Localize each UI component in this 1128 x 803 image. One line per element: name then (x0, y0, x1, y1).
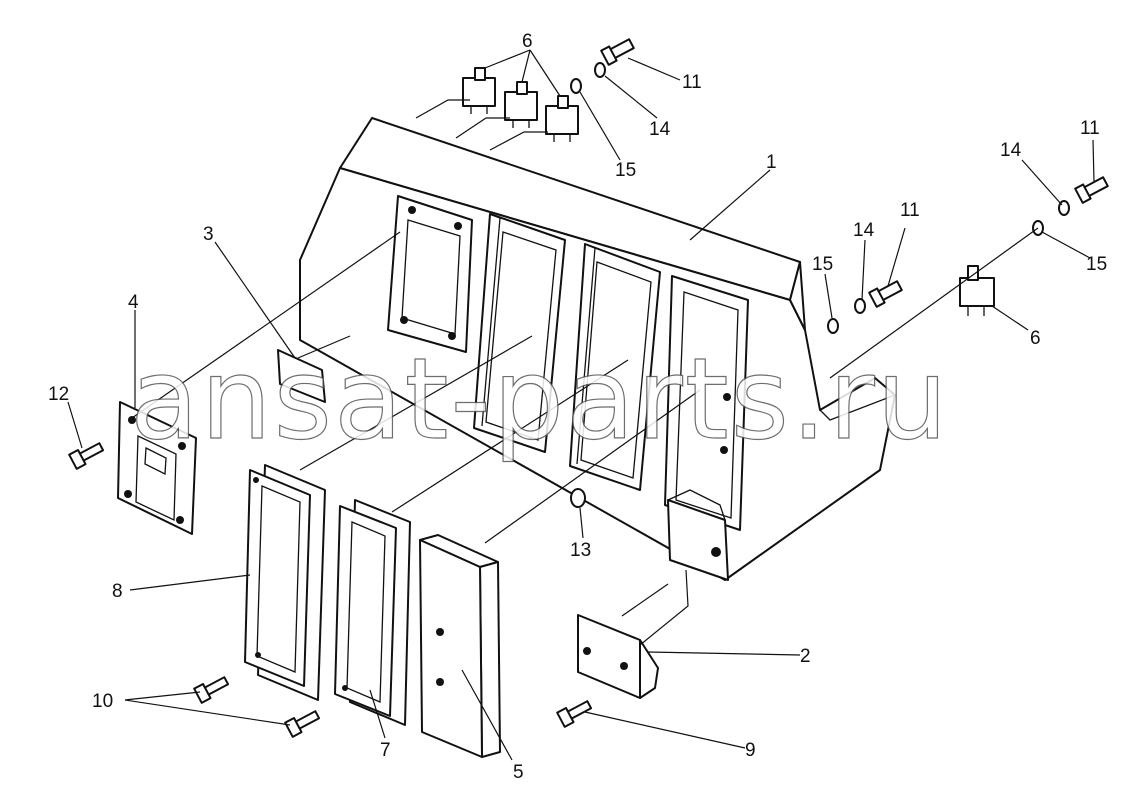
angle-bracket (577, 614, 659, 699)
switch-frame-large (244, 464, 326, 701)
callout-label: 6 (1030, 328, 1041, 349)
callout-label: 11 (900, 200, 920, 221)
callout-label: 15 (1086, 254, 1107, 275)
callout-leaders (67, 49, 1095, 761)
callout-label: 11 (1080, 118, 1100, 139)
callout-label: 2 (800, 646, 811, 667)
callout-label: 13 (570, 540, 591, 561)
callout-label: 3 (203, 224, 214, 245)
callout-label: 15 (812, 254, 833, 275)
callout-label: 14 (853, 220, 875, 241)
blanking-block (419, 534, 501, 758)
switch-frame-small (334, 499, 411, 726)
instrument-panel-plate (117, 401, 197, 535)
callout-label: 7 (380, 740, 391, 761)
assembly-lines (131, 99, 1039, 646)
callout-label: 15 (615, 160, 636, 181)
callout-label: 5 (513, 762, 524, 783)
callout-label: 10 (92, 691, 113, 712)
callout-labels: 1 2 3 4 5 6 6 6 7 8 9 10 11 11 11 12 13 … (48, 31, 1107, 783)
callout-label: 9 (745, 740, 756, 761)
callout-label: 6 (522, 31, 533, 52)
watermark: ansat-parts.ru (130, 335, 950, 465)
callout-label: 1 (766, 152, 777, 173)
relay-right (959, 265, 995, 316)
cover-plate (277, 349, 326, 403)
callout-label: 8 (112, 581, 123, 602)
callout-label: 4 (128, 292, 139, 313)
callout-label: 14 (1000, 140, 1022, 161)
callout-label: 11 (682, 72, 702, 93)
callout-label: 12 (48, 384, 69, 405)
dashboard-housing (299, 117, 896, 581)
relay-group-top (462, 67, 579, 142)
callout-label: 14 (649, 119, 671, 140)
